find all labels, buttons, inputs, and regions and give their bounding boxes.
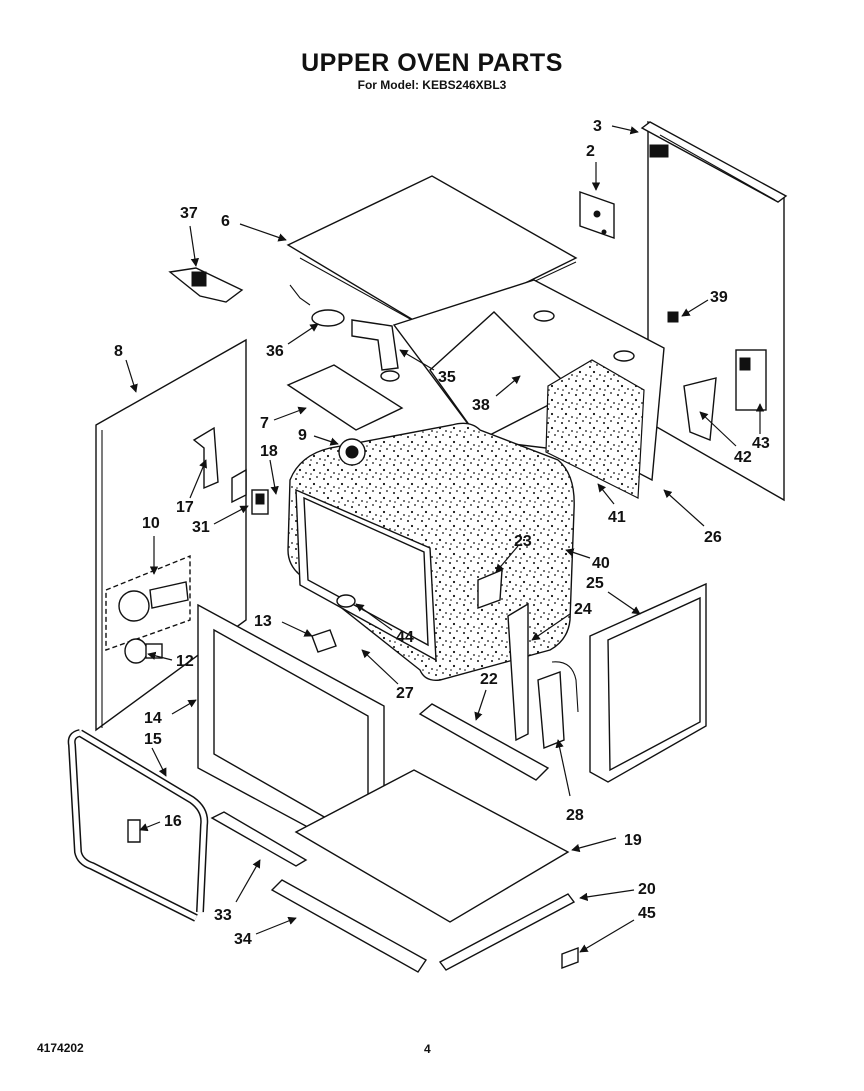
callout-35: 35 [438,369,456,386]
callout-34: 34 [234,931,252,948]
callout-8: 8 [114,343,123,360]
callout-2: 2 [586,143,595,160]
part-15-gasket [67,729,209,922]
part-43-hinge [735,349,767,411]
part-35-duct-elbow [351,319,400,382]
part-18-switch-bracket [231,468,247,504]
part-2-bracket [579,191,615,239]
callout-45: 45 [638,905,656,922]
part-34-trim [270,879,428,973]
callout-labels: 3 2 6 37 39 8 36 35 38 7 9 18 17 31 10 2… [114,118,770,948]
callout-27: 27 [396,685,414,702]
part-42-hinge-plate [683,377,717,441]
page-title: UPPER OVEN PARTS [301,49,563,77]
callout-6: 6 [221,213,230,230]
part-41-insulation [545,359,645,499]
callout-38: 38 [472,397,490,414]
callout-10: 10 [142,515,160,532]
callout-25: 25 [586,575,604,592]
callout-7: 7 [260,415,269,432]
callout-37: 37 [180,205,198,222]
callout-22: 22 [480,671,498,688]
callout-3: 3 [593,118,602,135]
callout-40: 40 [592,555,610,572]
model-subtitle: For Model: KEBS246XBL3 [357,78,507,92]
part-17-bracket [192,426,219,490]
callout-33: 33 [214,907,232,924]
part-45-clip [561,946,579,970]
document-number: 4174202 [37,1041,84,1055]
part-19-bottom-panel [294,769,570,923]
callout-42: 42 [734,449,752,466]
callout-14: 14 [144,710,162,727]
callout-43: 43 [752,435,770,452]
callout-19: 19 [624,832,642,849]
part-22-rail [418,703,550,781]
part-7-vent [286,364,404,431]
callout-20: 20 [638,881,656,898]
callout-9: 9 [298,427,307,444]
callout-23: 23 [514,533,532,550]
callout-17: 17 [176,499,194,516]
part-25-shield [589,582,707,783]
callout-15: 15 [144,731,162,748]
part-39-clip [667,311,679,323]
part-36-sensor [289,284,345,327]
callout-44: 44 [396,629,414,646]
callout-18: 18 [260,443,278,460]
part-37-clip [168,267,244,303]
callout-26: 26 [704,529,722,546]
leader-lines [125,125,765,953]
callout-41: 41 [608,509,626,526]
part-16-clip [127,819,141,843]
part-33-strip [210,811,308,867]
callout-39: 39 [710,289,728,306]
callout-16: 16 [164,813,182,830]
part-40-oven-cavity [287,422,575,681]
part-10-light-socket [105,554,191,651]
part-20-trim [438,893,576,971]
callout-12: 12 [176,653,194,670]
part-24-bracket [507,602,529,742]
part-31-switch [251,489,269,515]
part-28-hinge [537,661,579,749]
callout-36: 36 [266,343,284,360]
callout-13: 13 [254,613,272,630]
callout-24: 24 [574,601,592,618]
part-13-clip [311,629,337,653]
callout-31: 31 [192,519,210,536]
page-number: 4 [424,1042,431,1056]
callout-28: 28 [566,807,584,824]
part-44-element [336,594,356,608]
